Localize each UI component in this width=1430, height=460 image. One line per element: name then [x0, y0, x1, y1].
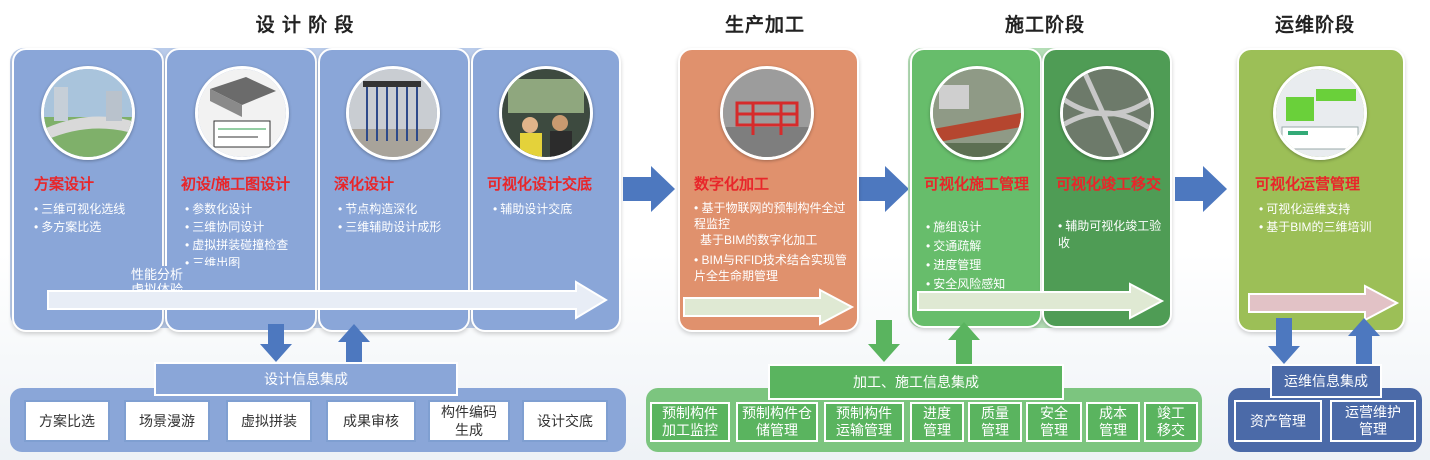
- card-detailed-design: 深化设计 节点构造深化 三维辅助设计成形: [318, 48, 470, 332]
- photo-detailed-design: [346, 66, 440, 160]
- design-integration-label: 设计信息集成: [154, 362, 458, 396]
- op-box-asset-management: 资产管理: [1234, 400, 1322, 442]
- stage-arrow-1: [623, 166, 675, 212]
- photo-digital-processing: [720, 66, 814, 160]
- label-line: 性能分析: [130, 267, 183, 282]
- card-items: 辅助设计交底: [493, 200, 617, 218]
- card-title: 数字化加工: [694, 176, 770, 193]
- card-item: 可视化运维支持: [1259, 200, 1399, 218]
- design-box-component-coding: 构件编码生成: [428, 400, 510, 442]
- card-visual-design-briefing: 可视化设计交底 辅助设计交底: [471, 48, 621, 332]
- card-item: 虚拟拼装碰撞检查: [185, 236, 313, 254]
- stage-title-design: 设 计 阶 段: [255, 15, 355, 36]
- card-item: • 基于物联网的预制构件全过程监控: [694, 201, 846, 231]
- card-visual-construction-management: 可视化施工管理 施组设计 交通疏解 进度管理 安全风险感知: [910, 48, 1042, 328]
- prod-box-2: 预制构件仓储管理: [736, 402, 818, 442]
- photo-construction-management: [930, 66, 1024, 160]
- prod-box-7: 成本管理: [1086, 402, 1140, 442]
- card-item: 辅助设计交底: [493, 200, 617, 218]
- stage-arrow-3: [1175, 166, 1227, 212]
- photo-preliminary-design: [195, 66, 289, 160]
- construction-up-arrow: [948, 322, 980, 364]
- operation-up-arrow: [1348, 318, 1380, 364]
- card-items: 参数化设计 三维协同设计 虚拟拼装碰撞检查 三维出图: [185, 200, 313, 272]
- operation-integration-label: 运维信息集成: [1270, 364, 1382, 398]
- card-items: 三维可视化选线 多方案比选: [34, 200, 158, 236]
- stage-title-operation: 运维阶段: [1274, 15, 1355, 36]
- card-items: 节点构造深化 三维辅助设计成形: [338, 200, 466, 236]
- card-item: 基于BIM的三维培训: [1259, 218, 1399, 236]
- prod-box-6: 安全管理: [1026, 402, 1082, 442]
- card-title: 可视化施工管理: [924, 176, 1030, 193]
- design-box-virtual-assembly: 虚拟拼装: [226, 400, 312, 442]
- card-title: 可视化运营管理: [1255, 176, 1361, 193]
- card-items: 辅助可视化竣工验收: [1058, 218, 1162, 252]
- card-title: 可视化竣工移交: [1056, 176, 1162, 193]
- design-box-scene-roaming: 场景漫游: [124, 400, 210, 442]
- card-item: 基于BIM的数字化加工: [700, 233, 818, 247]
- card-item: 安全风险感知: [926, 275, 1038, 294]
- card-item: 三维协同设计: [185, 218, 313, 236]
- design-box-scheme-compare: 方案比选: [24, 400, 110, 442]
- card-item: 三维辅助设计成形: [338, 218, 466, 236]
- prod-box-5: 质量管理: [968, 402, 1022, 442]
- photo-scheme-design: [41, 66, 135, 160]
- photo-visual-design-briefing: [499, 66, 593, 160]
- production-integration-label: 加工、施工信息集成: [768, 364, 1064, 400]
- card-visual-completion-handover: 可视化竣工移交 辅助可视化竣工验收: [1042, 48, 1172, 328]
- card-scheme-design: 方案设计 三维可视化选线 多方案比选: [12, 48, 164, 332]
- prod-box-8: 竣工移交: [1144, 402, 1198, 442]
- construction-flow-arrow: [917, 282, 1165, 320]
- prod-box-1: 预制构件加工监控: [650, 402, 730, 442]
- card-item: 进度管理: [926, 256, 1038, 275]
- photo-operation-management: [1273, 66, 1367, 160]
- stage-title-production: 生产加工: [724, 15, 805, 36]
- card-title: 可视化设计交底: [487, 176, 593, 193]
- card-items: 可视化运维支持 基于BIM的三维培训: [1259, 200, 1399, 236]
- card-items: • 基于物联网的预制构件全过程监控 基于BIM的数字化加工 • BIM与RFID…: [694, 200, 854, 284]
- production-flow-arrow: [683, 288, 855, 326]
- card-title: 方案设计: [34, 176, 95, 193]
- photo-completion-handover: [1060, 66, 1154, 160]
- design-flow-arrow: [47, 280, 608, 320]
- design-down-arrow: [260, 324, 292, 362]
- operation-flow-arrow: [1248, 284, 1400, 322]
- card-item: 参数化设计: [185, 200, 313, 218]
- prod-box-4: 进度管理: [910, 402, 964, 442]
- card-item: 节点构造深化: [338, 200, 466, 218]
- production-down-arrow: [868, 320, 900, 362]
- stage-title-construction: 施工阶段: [1004, 15, 1085, 36]
- card-item: 三维可视化选线: [34, 200, 158, 218]
- card-item: 施组设计: [926, 218, 1038, 237]
- card-item: 交通疏解: [926, 237, 1038, 256]
- card-item: 辅助可视化竣工验收: [1058, 218, 1162, 252]
- card-visual-operation-management: 可视化运营管理 可视化运维支持 基于BIM的三维培训: [1237, 48, 1405, 332]
- prod-box-3: 预制构件运输管理: [824, 402, 904, 442]
- card-title: 初设/施工图设计: [181, 176, 291, 193]
- design-up-arrow: [338, 324, 370, 362]
- card-items: 施组设计 交通疏解 进度管理 安全风险感知: [926, 218, 1038, 294]
- card-item: 多方案比选: [34, 218, 158, 236]
- card-title: 深化设计: [334, 176, 395, 193]
- design-box-design-briefing: 设计交底: [522, 400, 608, 442]
- operation-down-arrow: [1268, 318, 1300, 364]
- card-digital-processing: 数字化加工 • 基于物联网的预制构件全过程监控 基于BIM的数字化加工 • BI…: [678, 48, 859, 332]
- design-box-result-review: 成果审核: [326, 400, 416, 442]
- stage-arrow-2: [857, 166, 909, 212]
- op-box-operation-maintenance: 运营维护管理: [1330, 400, 1416, 442]
- card-item: • BIM与RFID技术结合实现管片全生命期管理: [694, 253, 847, 283]
